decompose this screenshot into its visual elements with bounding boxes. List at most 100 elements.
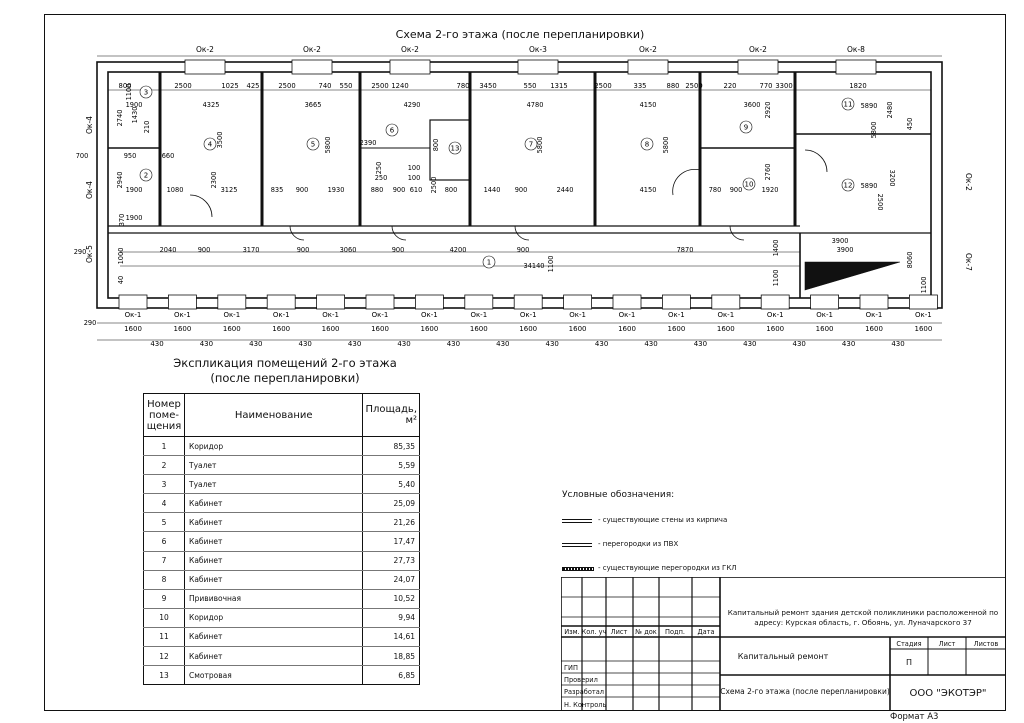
dim-room: 2390 (360, 139, 377, 147)
dim-room: 900 (198, 246, 211, 254)
window-label-right-1: Ок-2 (964, 173, 973, 191)
dim-top: 880 (667, 82, 680, 90)
dim-room: 2500 (430, 177, 438, 194)
stage-value: П (906, 658, 912, 667)
room-number-cell: 5 (143, 512, 185, 533)
dim-top: 550 (524, 82, 537, 90)
dim-room: 40 (117, 276, 125, 284)
room-number-marker (203, 137, 217, 151)
project-title-line2: адресу: Курская область, г. Обоянь, ул. … (754, 618, 972, 627)
dim-room: 835 (271, 186, 284, 194)
dim-room: 5800 (870, 122, 878, 139)
col-izm: Изм. (564, 628, 580, 636)
bottom-dim-pier: 430 (249, 340, 262, 348)
room-number-marker (841, 97, 855, 111)
room-number-marker (448, 141, 462, 155)
window-label-bottom: Ок-1 (223, 311, 240, 319)
window-top (627, 59, 669, 75)
window-bottom (464, 294, 494, 310)
plan-title: Схема 2-го этажа (после перепланировки) (395, 28, 645, 41)
window-bottom (909, 294, 938, 310)
room-area-cell: 17,47 (362, 531, 420, 552)
header-area: Площадь, м² (362, 393, 420, 437)
dim-top: 2500 (685, 82, 702, 90)
dim-room: 5890 (861, 102, 878, 110)
legend-label: - существующие стены из кирпича (598, 516, 728, 524)
room-name-cell: Кабинет (183, 531, 364, 552)
window-label-bottom: Ок-1 (569, 311, 586, 319)
window-label-left-1: Ок-4 (85, 116, 94, 134)
window-label-top: Ок-3 (529, 45, 547, 54)
room-name-cell: Кабинет (183, 627, 364, 648)
dim-room: 2920 (764, 102, 772, 119)
dim-top: 2500 (278, 82, 295, 90)
window-label-top: Ок-2 (749, 45, 767, 54)
room-area-cell: 5,59 (362, 455, 420, 476)
dim-room: 4150 (640, 186, 657, 194)
col-doc: № док (634, 628, 657, 636)
bottom-dim-pier: 430 (150, 340, 163, 348)
bottom-dim-pier: 430 (743, 340, 756, 348)
bottom-dim-pier: 430 (842, 340, 855, 348)
room-area-cell: 85,35 (362, 436, 420, 457)
bottom-dim-span: 1600 (569, 325, 587, 333)
dim-room: 1930 (328, 186, 345, 194)
dim-room: 3125 (221, 186, 238, 194)
dim-top: 1820 (849, 82, 866, 90)
col-date: Дата (697, 628, 714, 636)
project-title-line1: Капитальный ремонт здания детской поликл… (728, 608, 998, 617)
col-list: Лист (611, 628, 628, 636)
bottom-dim-span: 1600 (173, 325, 191, 333)
room-name-cell: Кабинет (183, 551, 364, 571)
room-area-cell: 24,07 (362, 570, 420, 590)
dim-room: 1100 (920, 277, 928, 294)
dim-room: 250 (375, 162, 383, 175)
dim-room: 3665 (305, 101, 322, 109)
dim-room: 950 (124, 152, 137, 160)
room-number-cell: 13 (143, 665, 185, 686)
room-number: 10 (745, 181, 754, 189)
window-top (835, 59, 877, 75)
window-label-top: Ок-2 (303, 45, 321, 54)
room-number: 8 (645, 141, 649, 149)
dim-room: 700 (76, 152, 89, 160)
room-number-cell: 8 (143, 570, 185, 590)
dim-room: 290 (74, 248, 87, 256)
bottom-dim-span: 1600 (865, 325, 883, 333)
dim-top: 2500 (174, 82, 191, 90)
dim-room: 900 (393, 186, 406, 194)
bottom-dim-pier: 430 (694, 340, 707, 348)
dim-room: 3060 (340, 246, 357, 254)
pvc-partition-symbol (562, 543, 592, 547)
dim-room: 4200 (450, 246, 467, 254)
bottom-dim-span: 1600 (766, 325, 784, 333)
room-name-cell: Коридор (183, 436, 364, 457)
dim-room: 900 (515, 186, 528, 194)
window-label-bottom: Ок-1 (915, 311, 932, 319)
room-name-cell: Кабинет (183, 570, 364, 590)
header-name: Наименование (183, 393, 364, 437)
dim-room: 2740 (116, 110, 124, 127)
room-area-cell: 25,09 (362, 493, 420, 514)
bottom-dim-pier: 430 (348, 340, 361, 348)
bottom-dim-span: 1600 (371, 325, 389, 333)
dim-room: 1400 (772, 240, 780, 257)
room-area-cell: 6,85 (362, 665, 420, 686)
dim-top: 1315 (550, 82, 567, 90)
legend-item-brick: - существующие стены из кирпича (562, 516, 727, 528)
dim-room: 780 (709, 186, 722, 194)
drawing-name: Схема 2-го этажа (после перепланировки) (720, 687, 890, 696)
room-number-marker (739, 120, 753, 134)
stage-header: Стадия (896, 640, 921, 648)
room-number: 12 (844, 182, 853, 190)
dim-room: 5800 (662, 137, 670, 154)
room-number-cell: 7 (143, 551, 185, 571)
dim-room: 1920 (762, 186, 779, 194)
bottom-dim-span: 1600 (519, 325, 537, 333)
window-label-left-2: Ок-4 (85, 181, 94, 199)
dim-room: 100 (408, 174, 421, 182)
